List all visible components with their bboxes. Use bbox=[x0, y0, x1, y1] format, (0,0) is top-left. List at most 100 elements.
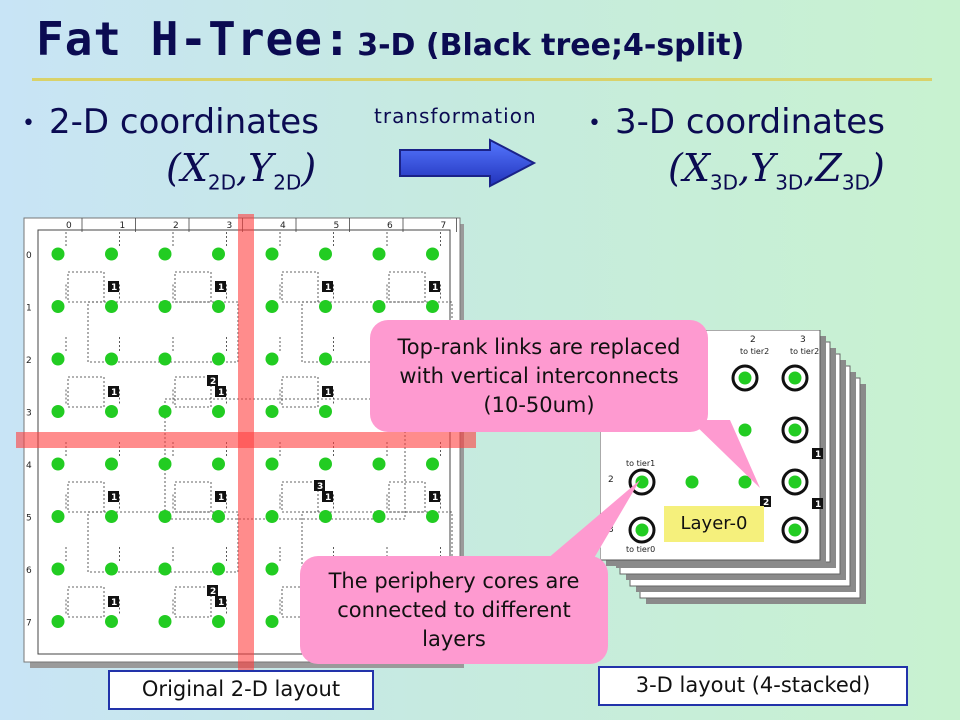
htree-box bbox=[281, 271, 319, 303]
switch-rank3-label: 3 bbox=[317, 482, 323, 492]
core-node bbox=[158, 352, 172, 366]
core-node bbox=[265, 300, 279, 313]
switch-rank1 bbox=[215, 386, 226, 397]
comma: , bbox=[236, 146, 249, 190]
core-node bbox=[105, 615, 118, 628]
layout-2d-switches: 1111111111111111223 bbox=[108, 281, 440, 608]
layer-0-label: Layer-0 bbox=[664, 506, 764, 542]
bullet-3d-text: 3-D coordinates bbox=[614, 102, 885, 142]
core-node bbox=[105, 405, 118, 418]
coords-3d-formula: (X3D,Y3D,Z3D) bbox=[668, 146, 885, 195]
switch-rank1 bbox=[429, 281, 440, 292]
switch-rank2 bbox=[207, 375, 218, 386]
switch-rank3 bbox=[314, 480, 325, 491]
core-node-3d bbox=[738, 423, 752, 437]
coords-2d-formula: (X2D,Y2D) bbox=[166, 146, 316, 195]
periphery-ring bbox=[731, 364, 759, 392]
var-y: Y bbox=[750, 146, 776, 190]
core-node bbox=[105, 510, 118, 523]
htree-box bbox=[281, 376, 319, 408]
core-node-3d bbox=[685, 475, 699, 489]
switch-3d-label: 2 bbox=[763, 498, 769, 508]
title-subtitle: 3-D (Black tree;4-split) bbox=[357, 28, 745, 63]
core-node bbox=[212, 247, 225, 261]
front-row-label: 2 bbox=[608, 475, 614, 485]
bullet-dot-icon: • bbox=[588, 111, 601, 136]
row-label: 7 bbox=[26, 619, 32, 629]
core-node bbox=[158, 562, 172, 576]
callout-periphery-cores: The periphery cores are connected to dif… bbox=[300, 556, 608, 664]
switch-rank1 bbox=[322, 281, 333, 292]
core-node bbox=[105, 352, 118, 366]
core-node bbox=[51, 562, 65, 576]
switch-rank1-label: 1 bbox=[111, 493, 117, 503]
core-node bbox=[158, 405, 172, 418]
core-node bbox=[265, 510, 279, 523]
core-node-3d bbox=[635, 475, 649, 489]
switch-rank1-label: 1 bbox=[325, 388, 331, 398]
front-tier-label: to tier2 bbox=[740, 347, 769, 356]
row-label: 3 bbox=[26, 409, 32, 419]
core-node bbox=[319, 405, 332, 418]
col-label: 7 bbox=[441, 221, 447, 231]
front-tier-label: to tier1 bbox=[626, 459, 655, 468]
core-node bbox=[426, 300, 439, 313]
switch-rank1 bbox=[108, 386, 119, 397]
front-tier-label: to tier2 bbox=[790, 347, 819, 356]
core-node bbox=[426, 510, 439, 523]
col-label: 4 bbox=[280, 221, 286, 231]
switch-rank2-label: 2 bbox=[210, 587, 216, 597]
periphery-ring bbox=[781, 416, 809, 444]
htree-box bbox=[67, 271, 105, 303]
htree-box bbox=[67, 376, 105, 408]
comma: , bbox=[803, 146, 816, 190]
core-node-3d bbox=[788, 371, 802, 385]
var-y: Y bbox=[248, 146, 274, 190]
col-label: 0 bbox=[66, 221, 72, 231]
core-node bbox=[51, 510, 65, 523]
core-node bbox=[212, 405, 225, 418]
switch-rank1 bbox=[108, 491, 119, 502]
row-label: 0 bbox=[26, 251, 32, 261]
sub-y: 3D bbox=[775, 170, 804, 195]
caption-3d-stacked: 3-D layout (4-stacked) bbox=[598, 666, 908, 706]
switch-3d bbox=[812, 498, 823, 509]
paren-open: ( bbox=[166, 146, 181, 190]
core-node bbox=[212, 300, 225, 313]
core-node bbox=[51, 352, 65, 366]
core-node bbox=[319, 247, 332, 261]
core-node bbox=[51, 405, 65, 418]
switch-rank1 bbox=[108, 596, 119, 607]
transformation-label: transformation bbox=[374, 104, 537, 128]
core-node bbox=[265, 457, 279, 471]
callout-top-pointer bbox=[690, 420, 760, 488]
title-underline bbox=[32, 78, 932, 81]
core-node bbox=[51, 615, 65, 628]
switch-3d-label: 1 bbox=[815, 450, 821, 460]
switch-rank1 bbox=[322, 491, 333, 502]
col-label: 1 bbox=[120, 221, 126, 231]
core-node bbox=[265, 247, 279, 261]
core-node bbox=[212, 615, 225, 628]
bullet-2d-text: 2-D coordinates bbox=[48, 102, 319, 142]
core-node bbox=[51, 300, 65, 313]
htree-box bbox=[174, 586, 212, 618]
paren-close: ) bbox=[301, 146, 317, 190]
core-node bbox=[426, 457, 439, 471]
switch-rank1-label: 1 bbox=[325, 283, 331, 293]
htree-box bbox=[67, 481, 105, 513]
switch-rank1 bbox=[215, 491, 226, 502]
core-node-3d bbox=[738, 475, 752, 489]
front-col-label: 3 bbox=[800, 335, 806, 345]
switch-rank1-label: 1 bbox=[218, 388, 224, 398]
core-node bbox=[265, 562, 279, 576]
switch-rank1 bbox=[429, 491, 440, 502]
bullet-2d-coordinates: •2-D coordinates bbox=[22, 102, 319, 142]
core-node bbox=[105, 247, 118, 261]
var-x: X bbox=[180, 146, 208, 190]
core-node-3d bbox=[788, 475, 802, 489]
switch-rank1-label: 1 bbox=[111, 388, 117, 398]
core-node bbox=[372, 300, 386, 313]
row-label: 6 bbox=[26, 566, 32, 576]
